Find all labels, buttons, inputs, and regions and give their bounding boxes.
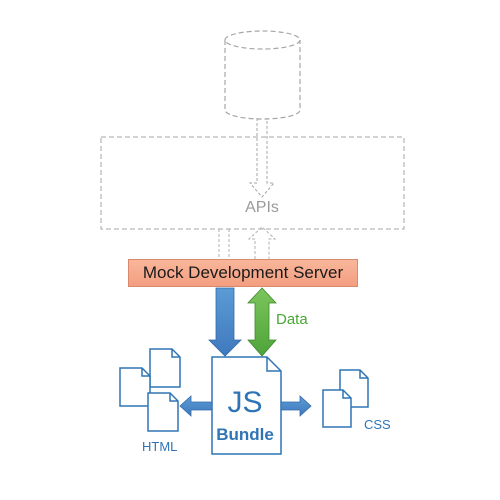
db-to-apis-arrow: [248, 118, 276, 198]
js-label: JS: [227, 386, 263, 419]
mock-server-label: Mock Development Server: [142, 263, 344, 282]
html-document-icon: [119, 348, 181, 432]
css-label: CSS: [364, 417, 391, 432]
database-icon: [224, 30, 301, 120]
js-bundle-fold: [266, 357, 281, 372]
bundle-label: Bundle: [216, 425, 274, 444]
mock-server-box: Mock Development Server: [128, 259, 358, 287]
data-exchange-arrow: [247, 287, 277, 357]
html-label: HTML: [142, 439, 178, 454]
bundle-to-css-arrow: [280, 395, 312, 417]
bundle-to-html-arrow: [179, 395, 213, 417]
apis-label: APIs: [245, 199, 279, 216]
apis-to-server-dashed-arrows: [218, 226, 277, 259]
data-label: Data: [276, 311, 308, 328]
js-bundle-document: [211, 356, 282, 455]
apis-box: [100, 136, 405, 230]
server-to-bundle-arrow: [208, 287, 242, 357]
css-document-icon: [322, 369, 369, 428]
